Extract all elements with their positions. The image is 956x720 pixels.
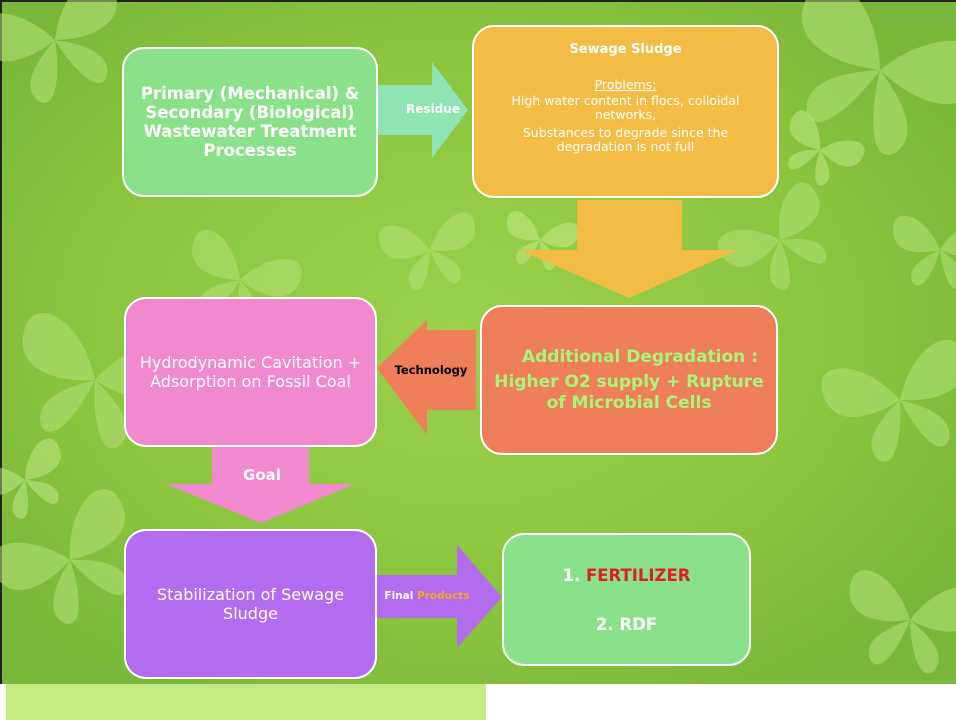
- fertilizer-item: 1. FERTILIZER: [563, 566, 691, 585]
- products-word: Products: [417, 590, 470, 602]
- primary-treatment-box: Primary (Mechanical) & Secondary (Biolog…: [122, 47, 378, 197]
- fertilizer-number: 1.: [562, 565, 581, 585]
- fertilizer-label: FERTILIZER: [586, 565, 691, 585]
- goal-arrow: [166, 446, 355, 523]
- technology-label: Technology: [394, 363, 468, 377]
- cavitation-text: Hydrodynamic Cavitation + Adsorption on …: [139, 353, 362, 391]
- stabilization-text: Stabilization of Sewage Sludge: [156, 585, 345, 623]
- technology-arrow: [377, 320, 476, 435]
- problem-item: High water content in flocs, colloidal n…: [511, 93, 740, 122]
- final-word: Final: [384, 590, 414, 602]
- additional-degradation-box: Additional Degradation : Higher O2 suppl…: [480, 305, 778, 455]
- residue-label: Residue: [406, 102, 460, 116]
- problems-heading: Problems:: [594, 77, 657, 92]
- additional-degradation-title: Additional Degradation :: [521, 346, 759, 367]
- sewage-sludge-box: Sewage Sludge Problems: High water conte…: [472, 25, 779, 198]
- rdf-item: 2. RDF: [595, 614, 658, 634]
- final-products-label: Final Products: [377, 590, 477, 602]
- goal-label: Goal: [243, 466, 281, 484]
- degradation-arrow: [520, 200, 738, 298]
- primary-treatment-text: Primary (Mechanical) & Secondary (Biolog…: [140, 84, 360, 160]
- additional-degradation-detail: Higher O2 supply + Rupture of Microbial …: [494, 371, 764, 413]
- final-products-box: 1. FERTILIZER 2. RDF: [502, 533, 751, 666]
- final-products-arrow: [377, 545, 502, 648]
- cavitation-box: Hydrodynamic Cavitation + Adsorption on …: [124, 297, 377, 447]
- residue-arrow: [373, 62, 468, 158]
- sewage-sludge-title: Sewage Sludge: [569, 42, 682, 57]
- stabilization-box: Stabilization of Sewage Sludge: [124, 529, 377, 679]
- problem-item: Substances to degrade since the degradat…: [522, 125, 729, 154]
